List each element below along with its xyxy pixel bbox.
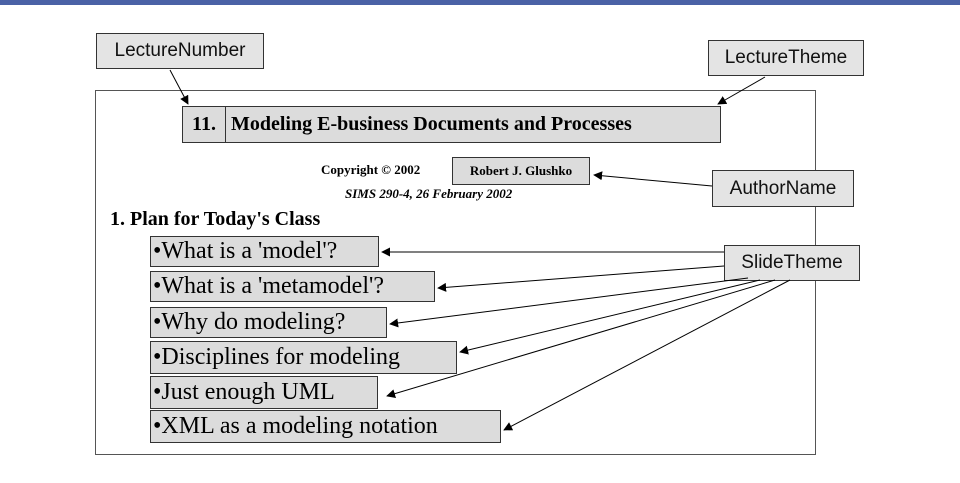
author-name: Robert J. Glushko xyxy=(452,157,590,185)
bullet-item: •Why do modeling? xyxy=(150,307,387,338)
bullet-item: •Disciplines for modeling xyxy=(150,341,457,374)
lecture-title: Modeling E-business Documents and Proces… xyxy=(225,106,721,143)
lecture-number: 11. xyxy=(182,106,226,143)
bullet-item: •XML as a modeling notation xyxy=(150,410,501,443)
bullet-item: •What is a 'model'? xyxy=(150,236,379,267)
callout-lecture-theme: LectureTheme xyxy=(708,40,864,76)
section-heading: 1. Plan for Today's Class xyxy=(110,208,321,230)
course-line: SIMS 290-4, 26 February 2002 xyxy=(345,186,513,201)
callout-author-name: AuthorName xyxy=(712,170,854,207)
callout-lecture-number: LectureNumber xyxy=(96,33,264,69)
top-rule xyxy=(0,0,960,5)
bullet-item: •Just enough UML xyxy=(150,376,378,409)
copyright-text: Copyright © 2002 xyxy=(321,162,421,177)
bullet-item: •What is a 'metamodel'? xyxy=(150,271,435,302)
callout-slide-theme: SlideTheme xyxy=(724,245,860,281)
